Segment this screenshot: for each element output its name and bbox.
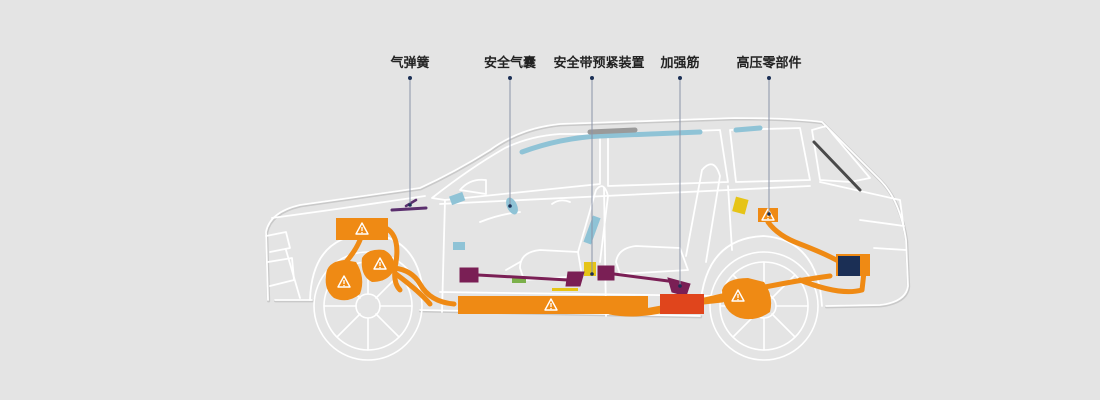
label-seatbelt-pretensioner: 安全带预紧装置 [553, 56, 645, 71]
callout-leaders [409, 78, 770, 286]
label-airbag: 安全气囊 [483, 56, 537, 71]
label-gas-spring: 气弹簧 [390, 56, 430, 71]
label-high-voltage-parts: 高压零部件 [736, 56, 802, 71]
gas-spring-parts [390, 140, 862, 212]
battery-pack [458, 296, 648, 314]
high-voltage-system [325, 208, 870, 320]
front-motor-right [361, 249, 395, 282]
seatbelt-parts [459, 265, 691, 297]
rear-motor [722, 278, 772, 320]
rear-inverter [838, 256, 860, 276]
callout-dots [408, 76, 771, 288]
label-reinforcement: 加强筋 [660, 56, 700, 71]
reinforcement-parts [512, 196, 749, 291]
battery-junction-box [660, 294, 704, 314]
airbag-parts [449, 125, 763, 250]
